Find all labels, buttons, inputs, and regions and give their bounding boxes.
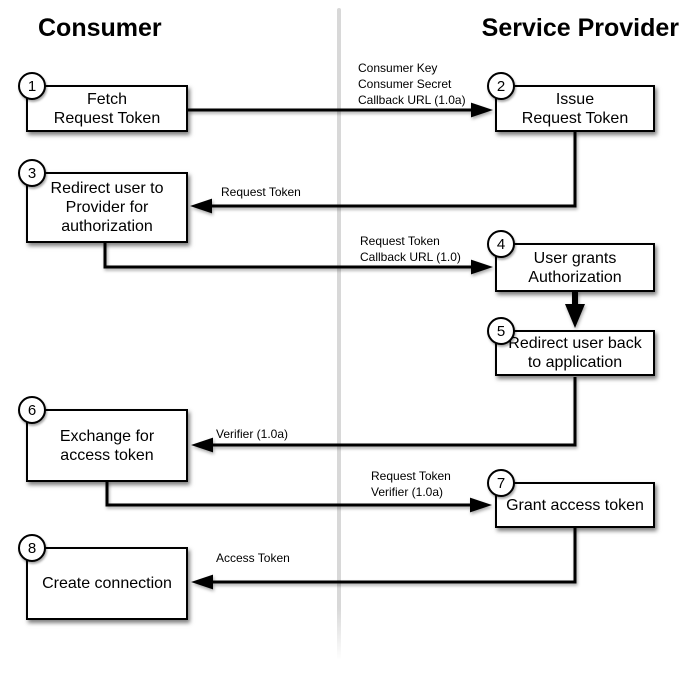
step-number-8: 8	[18, 534, 46, 562]
lane-divider	[337, 8, 341, 660]
step-box-exchange-for-access-token: Exchange for access token	[26, 409, 188, 482]
lane-title-service-provider: Service Provider	[481, 14, 679, 42]
message-access-token: Access Token	[216, 551, 290, 565]
step-number-text: 6	[27, 401, 37, 419]
step-number-3: 3	[18, 159, 46, 187]
message-verifier: Verifier (1.0a)	[216, 427, 289, 441]
step-number-6: 6	[18, 396, 46, 424]
connector-step6-to-step7	[105, 481, 471, 507]
step-label: Issue Request Token	[521, 90, 629, 127]
step-number-1: 1	[18, 72, 46, 100]
message-request-token-callback: Request Token Callback URL (1.0)	[360, 234, 461, 264]
step-number-text: 7	[496, 474, 506, 492]
step-box-redirect-user-back: Redirect user back to application	[495, 330, 655, 376]
step-number-5: 5	[487, 317, 515, 345]
step-number-text: 5	[496, 322, 506, 340]
step-label: Redirect user to Provider for authorizat…	[50, 180, 164, 235]
arrowhead-left-icon	[191, 574, 213, 590]
arrowheads	[190, 102, 585, 590]
step-label: Create connection	[42, 575, 172, 592]
arrowhead-left-icon	[191, 437, 213, 453]
step-box-redirect-user-to-provider: Redirect user to Provider for authorizat…	[26, 172, 188, 243]
step-number-text: 8	[27, 539, 37, 557]
connector-paths	[103, 108, 578, 584]
message-consumer-key-secret-callback: Consumer Key Consumer Secret Callback UR…	[358, 61, 466, 107]
arrowhead-right-icon	[471, 259, 493, 275]
step-label: User grants Authorization	[528, 249, 622, 286]
step-label: Fetch Request Token	[53, 90, 161, 127]
step-label: Exchange for access token	[59, 427, 155, 464]
connector-step7-to-step8	[212, 527, 577, 584]
arrowhead-right-icon	[470, 497, 492, 513]
step-box-user-grants-authorization: User grants Authorization	[495, 243, 655, 292]
step-label: Grant access token	[506, 496, 644, 514]
step-box-create-connection: Create connection	[26, 547, 188, 620]
arrowhead-down-icon	[565, 304, 585, 328]
step-number-4: 4	[487, 230, 515, 258]
lane-title-consumer: Consumer	[38, 14, 162, 42]
step-number-text: 2	[496, 77, 506, 95]
step-box-grant-access-token: Grant access token	[495, 482, 655, 528]
step-number-7: 7	[487, 469, 515, 497]
arrowhead-right-icon	[471, 102, 493, 118]
message-request-token-verifier: Request Token Verifier (1.0a)	[371, 469, 451, 499]
step-number-text: 1	[27, 77, 37, 95]
connector-step3-to-step4	[103, 242, 472, 269]
step-number-2: 2	[487, 72, 515, 100]
arrowhead-left-icon	[190, 198, 212, 214]
step-label: Redirect user back to application	[508, 335, 642, 371]
connector-step5-to-step6	[212, 377, 577, 447]
message-request-token: Request Token	[221, 185, 301, 199]
step-number-text: 3	[27, 164, 37, 182]
step-number-text: 4	[496, 235, 506, 253]
connector-step2-to-step3	[211, 132, 577, 208]
step-box-issue-request-token: Issue Request Token	[495, 85, 655, 132]
step-box-fetch-request-token: Fetch Request Token	[26, 85, 188, 132]
